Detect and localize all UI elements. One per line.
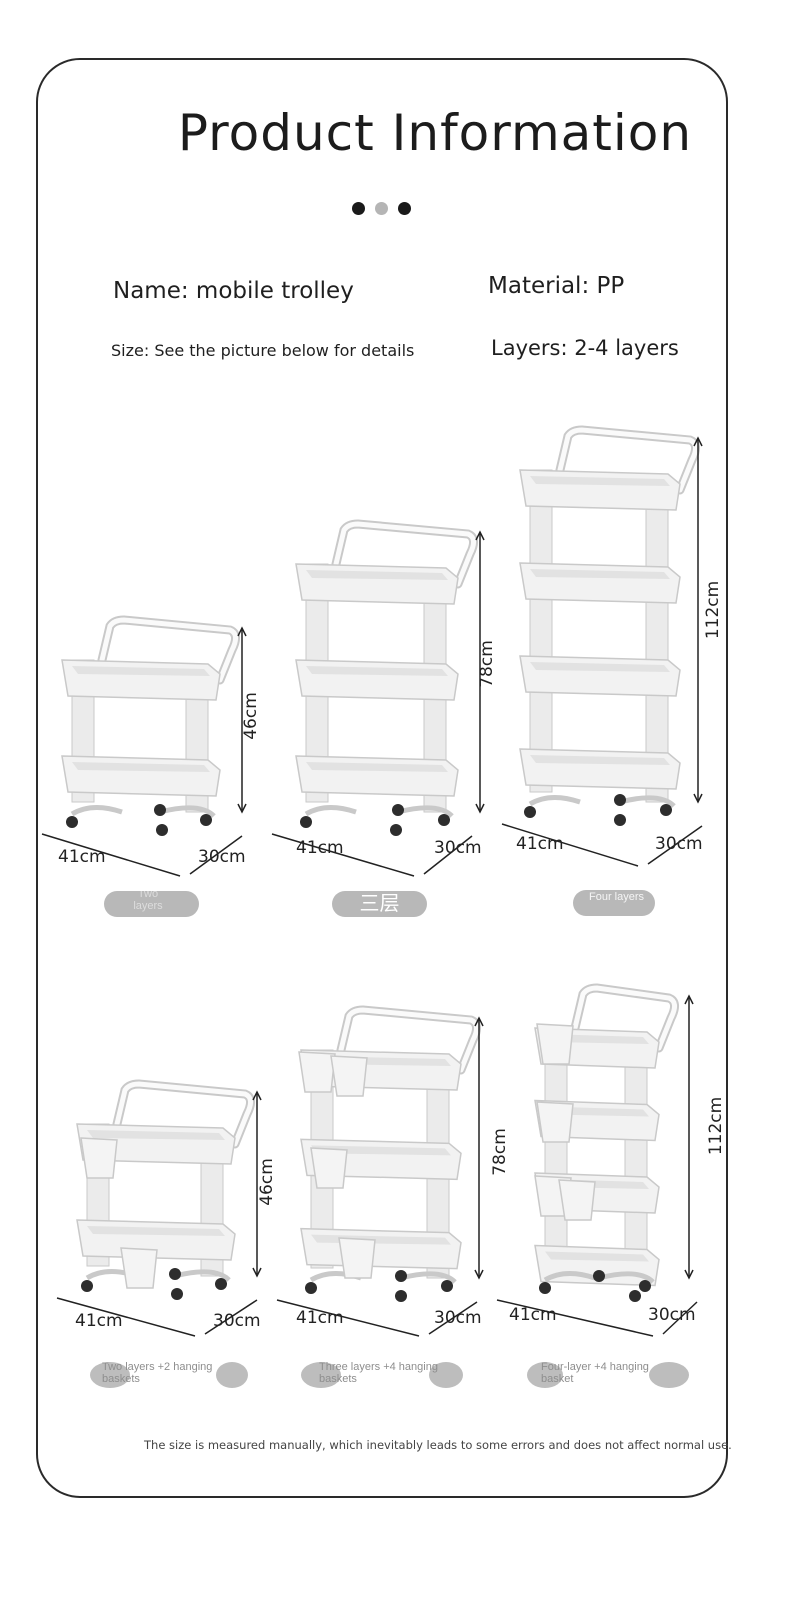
- content-frame: [36, 58, 728, 1498]
- variant-pill-four-layers[interactable]: Four layers: [573, 890, 655, 916]
- depth-dim-bottom-2: 30cm: [434, 1308, 482, 1328]
- trolley-image-two-layers: [41, 615, 247, 877]
- trolley-image-two-layers-baskets: [56, 1079, 262, 1337]
- height-dim-top-1: 46cm: [240, 692, 261, 740]
- height-dim-top-3: 112cm: [703, 580, 724, 640]
- variant-blob-right: [429, 1362, 463, 1388]
- width-dim-top-1: 41cm: [58, 847, 106, 867]
- width-dim-bottom-3: 41cm: [509, 1305, 557, 1325]
- footnote: The size is measured manually, which ine…: [144, 1438, 732, 1452]
- variant-option-three-layers-baskets[interactable]: Three layers +4 hanging baskets: [299, 1360, 465, 1390]
- variant-label-two-layers: Two layers: [133, 891, 163, 912]
- depth-dim-bottom-1: 30cm: [213, 1311, 261, 1331]
- trolley-image-three-layers-baskets: [276, 1005, 484, 1337]
- variant-label-two-layers-baskets: Two layers +2 hanging baskets: [102, 1361, 213, 1385]
- height-dim-top-2: 78cm: [476, 640, 497, 688]
- dot-3[interactable]: [398, 202, 411, 215]
- height-dim-bottom-2: 78cm: [489, 1128, 510, 1176]
- dot-1[interactable]: [352, 202, 365, 215]
- variant-option-two-layers-baskets[interactable]: Two layers +2 hanging baskets: [88, 1360, 250, 1390]
- trolley-image-four-layers: [501, 425, 703, 867]
- variant-blob-left: [90, 1362, 130, 1388]
- trolley-image-four-layers-baskets: [496, 983, 698, 1337]
- width-dim-bottom-1: 41cm: [75, 1311, 123, 1331]
- info-name: Name: mobile trolley: [113, 278, 354, 304]
- variant-option-four-layers-baskets[interactable]: Four-layer +4 hanging basket: [525, 1360, 691, 1390]
- info-layers: Layers: 2-4 layers: [491, 336, 679, 360]
- info-material: Material: PP: [488, 273, 625, 299]
- depth-dim-top-3: 30cm: [655, 834, 703, 854]
- variant-blob-left: [301, 1362, 341, 1388]
- variant-pill-two-layers[interactable]: Two layers: [104, 891, 199, 917]
- variant-blob-left: [527, 1362, 563, 1388]
- trolley-image-three-layers: [271, 519, 485, 877]
- width-dim-bottom-2: 41cm: [296, 1308, 344, 1328]
- width-dim-top-2: 41cm: [296, 838, 344, 858]
- depth-dim-top-1: 30cm: [198, 847, 246, 867]
- width-dim-top-3: 41cm: [516, 834, 564, 854]
- height-dim-bottom-1: 46cm: [256, 1158, 277, 1206]
- variant-blob-right: [649, 1362, 689, 1388]
- depth-dim-bottom-3: 30cm: [648, 1305, 696, 1325]
- height-dim-bottom-3: 112cm: [706, 1096, 727, 1156]
- variant-label-four-layers: Four layers: [589, 891, 645, 903]
- page-title: Product Information: [177, 104, 693, 162]
- variant-blob-right: [216, 1362, 248, 1388]
- dot-2[interactable]: [375, 202, 388, 215]
- variant-label-four-layers-baskets: Four-layer +4 hanging basket: [541, 1361, 649, 1385]
- variant-label-three-layers-baskets: Three layers +4 hanging baskets: [319, 1361, 438, 1385]
- depth-dim-top-2: 30cm: [434, 838, 482, 858]
- info-size: Size: See the picture below for details: [111, 341, 415, 360]
- variant-pill-three-layers[interactable]: 三层: [332, 891, 427, 917]
